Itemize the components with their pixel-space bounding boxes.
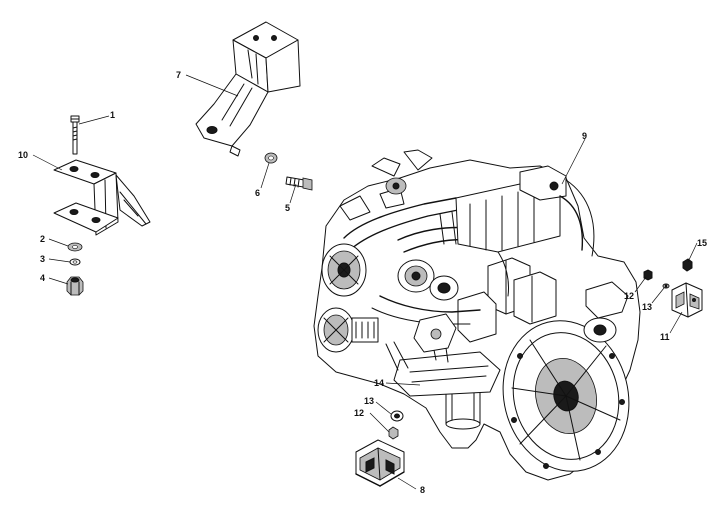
flywheel-housing (502, 317, 630, 472)
air-compressor (317, 307, 379, 353)
callout-13-lower: 13 (364, 396, 374, 406)
upper-engine-bracket (195, 21, 301, 157)
callout-6: 6 (255, 188, 260, 198)
bolt-15 (682, 258, 693, 272)
washer-6 (264, 152, 278, 164)
callout-12-right: 12 (624, 291, 634, 301)
callout-2: 2 (40, 234, 45, 244)
callout-4: 4 (40, 273, 45, 283)
pulley-assembly (397, 259, 459, 301)
callout-13-right: 13 (642, 302, 652, 312)
nut-12-lower (388, 426, 399, 440)
bolt-5 (285, 176, 313, 191)
callout-12-lower: 12 (354, 408, 364, 418)
callout-1: 1 (110, 110, 115, 120)
mount-block-8 (355, 439, 405, 487)
lock-washer-3 (69, 258, 81, 266)
callout-labels: 1 10 2 3 4 7 6 5 9 12 13 15 11 14 13 12 … (18, 70, 707, 495)
callout-7: 7 (176, 70, 181, 80)
callout-11: 11 (660, 332, 670, 342)
leader-lines (32, 74, 698, 490)
callout-15: 15 (697, 238, 707, 248)
cooling-fan (339, 149, 433, 221)
callout-10: 10 (18, 150, 28, 160)
left-engine-bracket (53, 159, 151, 236)
callout-8: 8 (420, 485, 425, 495)
callout-5: 5 (285, 203, 290, 213)
bolt-1 (70, 115, 80, 155)
callout-3: 3 (40, 254, 45, 264)
nut-4 (66, 276, 84, 296)
washer-13-right (662, 283, 670, 289)
callout-9: 9 (582, 131, 587, 141)
alternator (321, 243, 367, 297)
small-bracket-11 (671, 282, 703, 318)
washer-2 (67, 242, 83, 252)
callout-14: 14 (374, 378, 384, 388)
washer-13-lower (390, 410, 404, 422)
engine-assembly (313, 149, 641, 481)
